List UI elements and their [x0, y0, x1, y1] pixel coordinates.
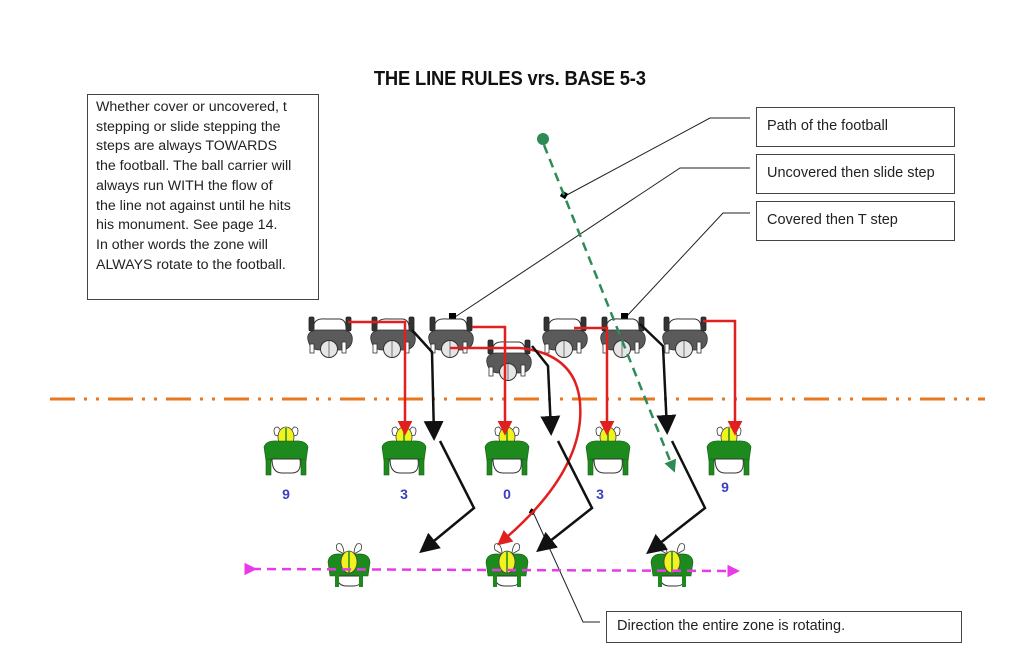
defensive-lineman: [381, 426, 427, 476]
leader-covered: [625, 212, 750, 318]
block-route: [703, 319, 743, 436]
step-route: [536, 440, 594, 553]
leader-anchor: [621, 313, 628, 320]
football-path: [542, 144, 677, 473]
football-origin: [537, 133, 549, 145]
step-route: [639, 323, 677, 435]
rules-note-line: the line not against until he hits: [96, 197, 291, 214]
rules-note: Whether cover or uncovered, t stepping o…: [87, 94, 319, 300]
callout-covered-t-step: Covered then T step: [756, 201, 955, 241]
leader-uncovered: [454, 167, 750, 318]
technique-number: 9: [282, 486, 290, 502]
linebacker: [650, 542, 694, 588]
technique-number: 0: [503, 486, 511, 502]
pull-route: [450, 346, 582, 546]
block-route: [574, 326, 615, 436]
defensive-lineman: [585, 426, 631, 476]
callout-path-of-football: Path of the football: [756, 107, 955, 147]
block-route: [348, 320, 413, 436]
rules-note-line: Whether cover or uncovered, t: [96, 99, 287, 115]
offensive-lineman: [542, 316, 588, 358]
technique-number: 9: [721, 479, 729, 495]
technique-number: 3: [400, 486, 408, 502]
rules-note-line: stepping or slide stepping the: [96, 118, 281, 135]
diagram-title: THE LINE RULES vrs. BASE 5-3: [373, 68, 646, 90]
defensive-lineman: [263, 426, 309, 476]
rules-note-line: always run WITH the flow of: [96, 177, 273, 194]
leader-path-of-football: [564, 117, 750, 197]
rules-note-line: the football. The ball carrier will: [96, 158, 292, 175]
step-route: [646, 440, 707, 555]
step-route: [411, 329, 444, 441]
block-route: [472, 325, 513, 436]
offensive-lineman-center: [486, 339, 532, 381]
technique-number: 3: [596, 486, 604, 502]
defensive-lineman: [706, 426, 752, 476]
step-route: [531, 345, 561, 436]
rules-note-line: ALWAYS rotate to the football.: [96, 256, 286, 273]
rules-note-line: In other words the zone will: [96, 236, 268, 253]
offensive-lineman: [662, 316, 708, 358]
linebacker: [485, 542, 529, 588]
rules-note-line: his monument. See page 14.: [96, 217, 278, 234]
step-route: [419, 440, 476, 554]
linebacker: [327, 542, 371, 588]
zone-rotation-arrow: [244, 562, 740, 578]
rules-note-line: steps are always TOWARDS: [96, 138, 278, 155]
defensive-lineman: [484, 426, 530, 476]
offensive-lineman: [428, 316, 474, 358]
leader-anchor: [449, 313, 456, 320]
callout-zone-direction: Direction the entire zone is rotating.: [606, 611, 962, 643]
callout-uncovered-slide-step: Uncovered then slide step: [756, 154, 955, 194]
offensive-lineman: [307, 316, 353, 358]
